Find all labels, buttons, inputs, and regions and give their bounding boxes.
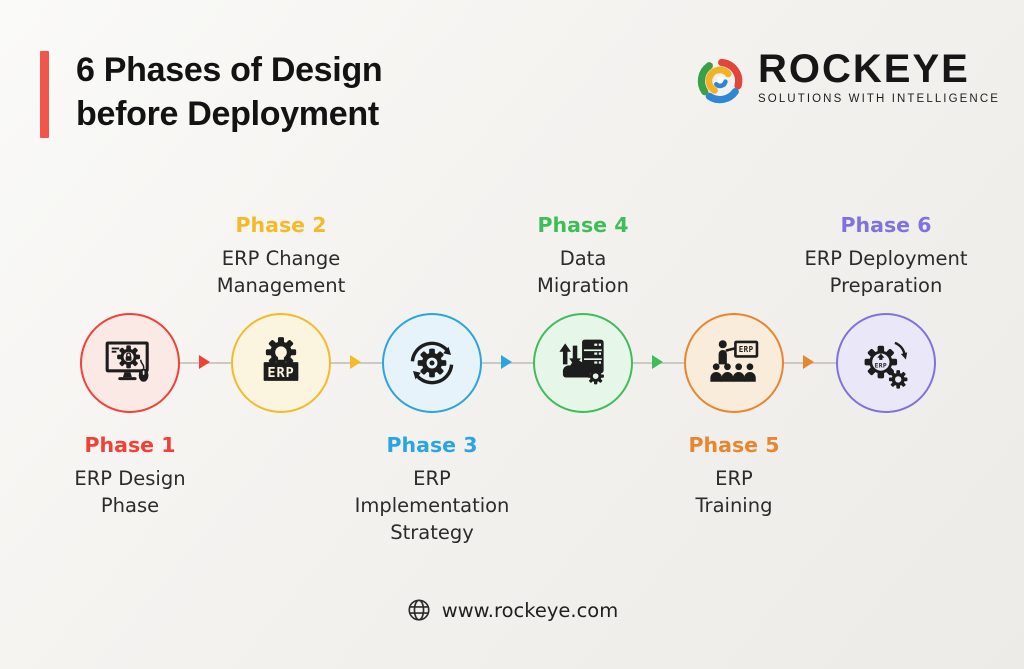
arrow-head-icon [651,355,663,370]
globe-icon [408,599,430,621]
svg-text:ERP: ERP [875,362,887,370]
arrow-head-icon [198,355,210,370]
rockeye-swirl-icon [697,58,743,104]
phase-2-block: ERP Phase 2 ERP Change Management [191,205,371,550]
svg-text:ERP: ERP [739,345,754,354]
trainer-presentation-icon: ERP [710,340,759,382]
phase-1-circle [80,313,180,413]
gear-erp-upgrade-icon: ERP [864,341,908,389]
phase-1-block: Phase 1 ERP Design Phase [40,205,220,550]
connector-arrow-2 [331,355,382,370]
phase-2-circle: ERP [231,313,331,413]
page-title-line2: before Deployment [76,95,379,133]
phase-4-label: Phase 4 [537,213,629,237]
server-cloud-arrows-icon [559,339,604,385]
phase-1-description: ERP Design Phase [74,467,186,517]
arrow-head-icon [349,355,361,370]
phase-6-circle: ERP [836,313,936,413]
page-title-line1: 6 Phases of Design [76,51,383,89]
phase-2-description: ERP Change Management [216,247,346,297]
phase-1-label: Phase 1 [84,433,176,457]
connector-arrow-3 [482,355,533,370]
phase-3-label: Phase 3 [386,433,478,457]
connector-arrow-1 [180,355,231,370]
arrow-head-icon [500,355,512,370]
footer: www.rockeye.com [0,597,1024,623]
phase-3-circle [382,313,482,413]
phase-6-description: ERP Deployment Preparation [804,247,968,297]
brand-tagline: SOLUTIONS WITH INTELLIGENCE [758,93,1001,105]
brand-name: ROCKEYE [758,47,970,91]
page-title: 6 Phases of Design before Deployment [76,48,383,136]
phase-5-description: ERP Training [695,467,773,517]
website-link[interactable]: www.rockeye.com [441,598,619,622]
phase-5-label: Phase 5 [688,433,780,457]
svg-text:ERP: ERP [267,365,294,381]
brand-logo: ROCKEYE SOLUTIONS WITH INTELLIGENCE [691,48,1000,110]
arrow-head-icon [803,355,814,370]
gear-sync-arrows-icon [410,341,454,385]
connector-arrow-5 [784,355,836,370]
phase-6-block: ERP Phase 6 ERP Deployment Preparation [796,205,976,550]
phase-2-label: Phase 2 [235,213,327,237]
phase-3-description: ERP Implementation Strategy [354,467,510,544]
phase-4-block: Phase 4 Data Migration [493,205,673,550]
gear-erp-box-icon: ERP [263,337,299,381]
phase-4-circle [533,313,633,413]
phase-4-description: Data Migration [537,247,629,297]
title-accent-bar [40,51,49,138]
phase-6-label: Phase 6 [840,213,932,237]
phase-5-block: ERP Phase 5 ERP Training [644,205,824,550]
monitor-gear-lock-icon [105,341,149,382]
phase-5-circle: ERP [684,313,784,413]
connector-arrow-4 [633,355,684,370]
phase-3-block: Phase 3 ERP Implementation Strategy [342,205,522,550]
